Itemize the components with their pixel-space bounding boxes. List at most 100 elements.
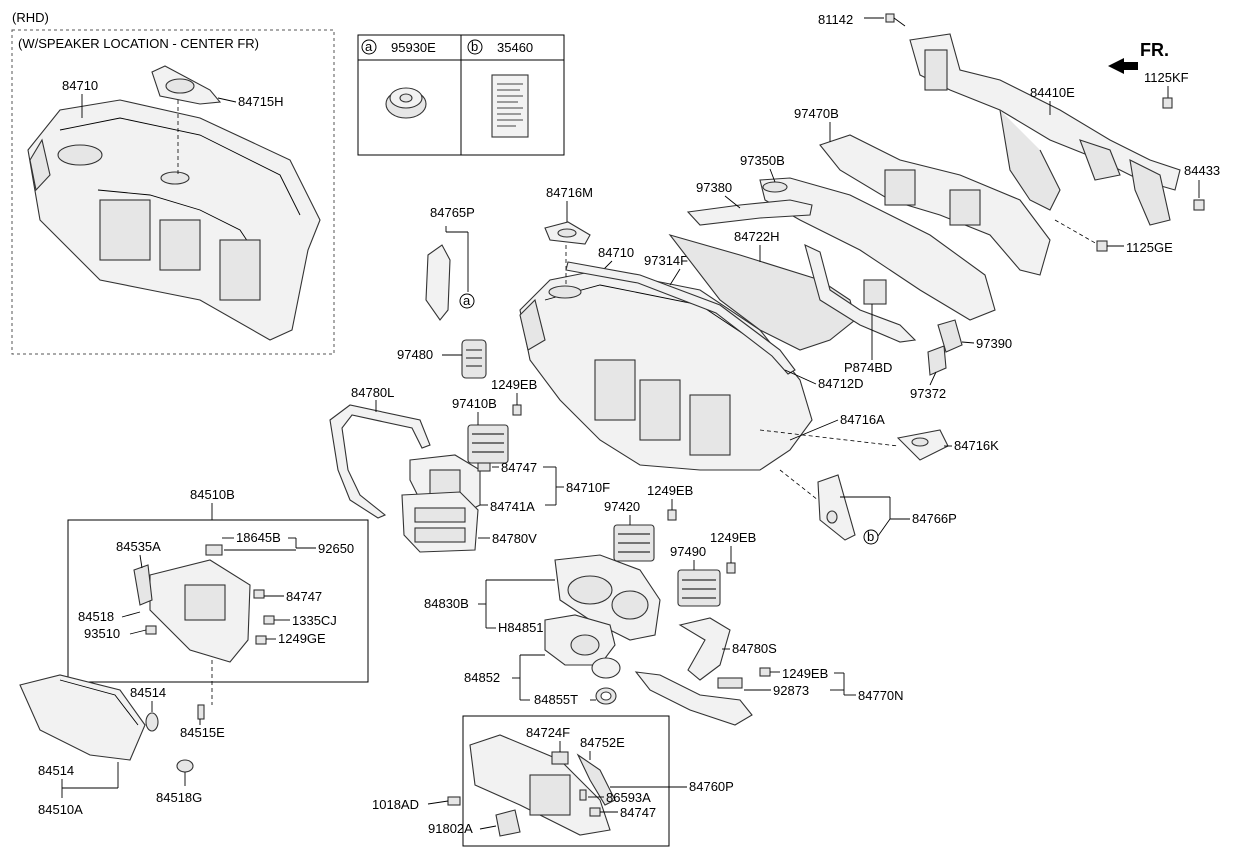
screw-1249GE-icon: [255, 635, 267, 645]
speaker-part-icon: [385, 87, 427, 119]
label-97314F: 97314F: [644, 253, 688, 268]
ring-84855T-illustration: [595, 687, 617, 705]
label-84852: 84852: [464, 670, 500, 685]
label-84766P: 84766P: [912, 511, 957, 526]
label-91802A: 91802A: [428, 821, 473, 836]
bolt-81142-icon: [885, 13, 906, 27]
clip-84747-1-icon: [477, 462, 491, 472]
label-84716A: 84716A: [840, 412, 885, 427]
label-84752E: 84752E: [580, 735, 625, 750]
label-1249EB-4: 1249EB: [782, 666, 828, 681]
glove-box-84510A-illustration: [19, 674, 146, 761]
label-84410E: 84410E: [1030, 85, 1075, 100]
label-92873: 92873: [773, 683, 809, 698]
label-97490: 97490: [670, 544, 706, 559]
label-1335CJ: 1335CJ: [292, 613, 337, 628]
stopper-84518G-illustration: [176, 759, 194, 773]
legend-a-part: 95930E: [391, 40, 436, 55]
bracket-84752E-illustration: [576, 753, 616, 806]
marker-b: b: [867, 529, 874, 544]
bolt-84433-icon: [1193, 199, 1205, 211]
legend-b-circle: [467, 39, 483, 55]
label-97420: 97420: [604, 499, 640, 514]
label-97350B: 97350B: [740, 153, 785, 168]
label-18645B: 18645B: [236, 530, 281, 545]
clip-84747-2-icon: [253, 589, 265, 599]
label-92650: 92650: [318, 541, 354, 556]
duct-97380-illustration: [686, 199, 813, 226]
label-inset-84710: 84710: [62, 78, 98, 93]
bracket-P874BD-illustration: [804, 243, 917, 343]
glove-box-housing-frame: [67, 519, 369, 683]
label-93510: 93510: [84, 626, 120, 641]
label-84747-1: 84747: [501, 460, 537, 475]
side-cover-84766P-illustration: [817, 474, 856, 541]
label-84716M: 84716M: [546, 185, 593, 200]
label-97380: 97380: [696, 180, 732, 195]
speaker-location-inset-frame: [11, 29, 335, 355]
vent-97372-illustration: [927, 345, 947, 376]
connector-86593A-icon: [579, 789, 587, 801]
switch-18645B-icon: [205, 544, 223, 556]
screw-1249EB-3-icon: [726, 562, 736, 574]
cover-91802A-illustration: [495, 809, 521, 837]
label-1249EB-1: 1249EB: [491, 377, 537, 392]
label-84780L: 84780L: [351, 385, 394, 400]
screw-1249EB-4-icon: [759, 667, 771, 677]
damper-84514-illustration: [145, 712, 159, 732]
label-86593A: 86593A: [606, 790, 651, 805]
speaker-cover-84716M-illustration: [544, 221, 591, 245]
legend-b-part: 35460: [497, 40, 533, 55]
legend-b-marker: b: [471, 39, 478, 54]
label-84712D: 84712D: [818, 376, 864, 391]
label-84780V: 84780V: [492, 531, 537, 546]
marker-a-circle: [459, 293, 475, 309]
label-84510B: 84510B: [190, 487, 235, 502]
cluster-fascia-84830B-illustration: [554, 554, 661, 641]
label-1125GE: 1125GE: [1126, 240, 1173, 255]
label-84514-1: 84514: [130, 685, 166, 700]
label-H84851: H84851: [498, 620, 544, 635]
center-vent-97410B-illustration: [467, 424, 509, 464]
label-84510A: 84510A: [38, 802, 83, 817]
knee-trim-84780S-illustration: [678, 617, 731, 681]
inset-speaker-cover-illustration: [151, 65, 222, 105]
label-84535A: 84535A: [116, 539, 161, 554]
bracket-84724F-illustration: [551, 751, 569, 765]
side-vent-97480-illustration: [461, 339, 487, 379]
label-84760P: 84760P: [689, 779, 734, 794]
label-81142: 81142: [818, 12, 853, 27]
label-84710: 84710: [598, 245, 634, 260]
bolt-1018AD-icon: [447, 796, 461, 806]
label-84780S: 84780S: [732, 641, 777, 656]
region-note: (RHD): [12, 10, 49, 25]
glove-box-housing-illustration: [133, 559, 251, 663]
inset-dash-panel-illustration: [27, 99, 321, 341]
label-84515E: 84515E: [180, 725, 225, 740]
lower-panel-frame: [462, 715, 670, 847]
vent-97390-illustration: [937, 319, 963, 353]
label-1249EB-2: 1249EB: [647, 483, 693, 498]
screw-1249EB-2-icon: [667, 509, 677, 521]
label-1125KF: 1125KF: [1144, 70, 1189, 85]
label-inset-84715H: 84715H: [238, 94, 284, 109]
label-84433: 84433: [1184, 163, 1220, 178]
vent-97420-illustration: [613, 524, 655, 562]
screw-1249EB-1-icon: [512, 404, 522, 416]
label-84514-2: 84514: [38, 763, 74, 778]
label-84770N: 84770N: [858, 688, 904, 703]
label-84518: 84518: [78, 609, 114, 624]
front-direction-label: FR.: [1140, 40, 1169, 60]
cover-84716K-illustration: [896, 429, 949, 461]
label-1249GE: 1249GE: [278, 631, 326, 646]
label-84855T: 84855T: [534, 692, 578, 707]
air-duct-97470B-illustration: [819, 134, 1051, 276]
column-shroud-84852-illustration: [544, 614, 621, 679]
label-1018AD: 1018AD: [372, 797, 419, 812]
cowl-cross-bar-illustration: [909, 33, 1181, 226]
label-97372: 97372: [910, 386, 946, 401]
label-84710F: 84710F: [566, 480, 610, 495]
lower-panel-84760P-illustration: [469, 734, 611, 836]
label-97390: 97390: [976, 336, 1012, 351]
